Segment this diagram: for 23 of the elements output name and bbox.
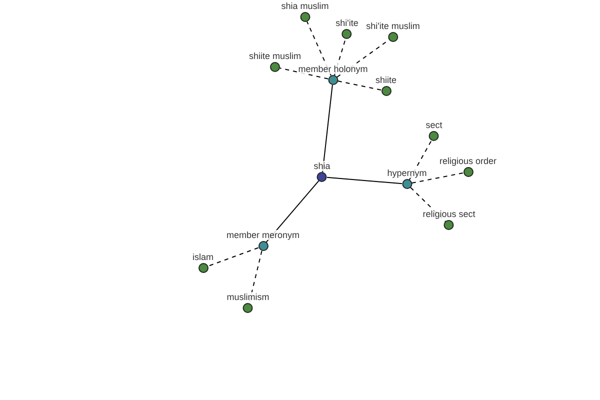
node-label: shiite muslim	[248, 51, 302, 61]
node-label: muslimism	[226, 292, 270, 302]
node-label: shi'ite	[334, 18, 360, 28]
node-label: shia muslim	[280, 1, 330, 11]
node-label: religious order	[438, 156, 498, 166]
connector-line	[411, 172, 464, 184]
node-label: shi'ite muslim	[365, 21, 421, 31]
node-label: islam	[192, 252, 214, 262]
connector-line	[408, 140, 432, 180]
node-label: member holonym	[297, 64, 369, 74]
node-label: shiite	[374, 75, 398, 85]
connector-line	[279, 68, 329, 80]
connector-line	[326, 176, 403, 184]
connector-line	[207, 247, 259, 267]
node-label: shia	[312, 161, 332, 171]
connector-line	[322, 84, 333, 173]
node-label: hypernym	[386, 168, 428, 178]
connector-line	[306, 21, 332, 76]
node-label: religious sect	[422, 209, 476, 219]
connector-line	[337, 80, 382, 90]
connector-line	[334, 38, 346, 76]
node-label: member meronym	[226, 230, 300, 240]
node-label: sect	[424, 120, 444, 130]
